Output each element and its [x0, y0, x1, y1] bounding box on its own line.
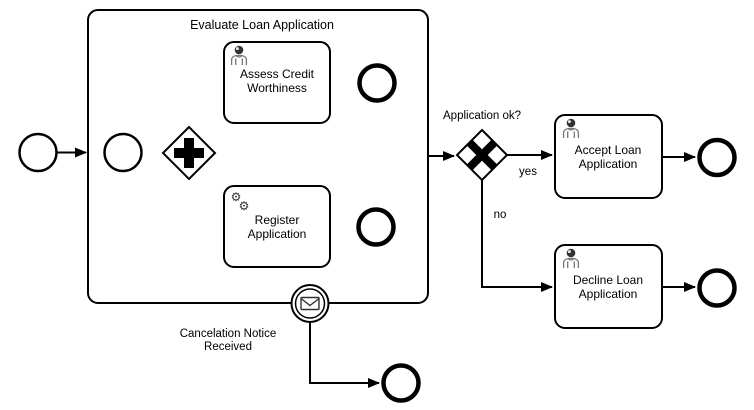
plus-icon — [174, 138, 204, 168]
start-event[interactable] — [18, 132, 58, 173]
end-event-register[interactable] — [356, 207, 396, 247]
task-label: Application — [248, 227, 307, 241]
yes-flow-label: yes — [519, 166, 537, 178]
task-assess-credit-worthiness[interactable]: Assess Credit Worthiness — [223, 41, 331, 124]
exclusive-gateway[interactable] — [455, 128, 509, 182]
flow-no-to-decline — [481, 180, 553, 292]
svg-text:⚙: ⚙ — [239, 199, 250, 213]
boundary-event-label: Cancelation Notice — [180, 328, 277, 340]
no-flow-label: no — [494, 209, 507, 221]
inner-start-event[interactable] — [103, 132, 143, 173]
task-label: Decline Loan — [573, 273, 643, 287]
message-envelope-icon — [300, 296, 320, 311]
task-decline-loan-application[interactable]: Decline Loan Application — [554, 244, 663, 329]
subprocess-evaluate-loan[interactable] — [87, 9, 429, 304]
boundary-message-event[interactable] — [290, 284, 330, 323]
boundary-event-label: Received — [204, 341, 252, 353]
task-label: Register — [255, 213, 300, 227]
x-icon — [467, 140, 497, 170]
task-label: Assess Credit — [240, 67, 315, 81]
service-gear-icon: ⚙ ⚙ — [229, 189, 250, 215]
task-label: Accept Loan — [575, 143, 642, 157]
flow-boundary-to-end — [309, 322, 380, 388]
parallel-gateway[interactable] — [161, 125, 217, 181]
end-event-decline[interactable] — [697, 268, 737, 308]
task-label: Application — [579, 157, 638, 171]
svg-text:⚙: ⚙ — [231, 190, 242, 204]
end-event-cancelation[interactable] — [381, 363, 421, 403]
task-register-application[interactable]: ⚙ ⚙ Register Application — [223, 185, 331, 268]
task-accept-loan-application[interactable]: Accept Loan Application — [554, 114, 663, 199]
task-label: Worthiness — [247, 81, 307, 95]
task-label: Application — [579, 287, 638, 301]
gateway-question-label: Application ok? — [443, 110, 521, 122]
end-event-accept[interactable] — [697, 137, 737, 178]
subprocess-title: Evaluate Loan Application — [190, 18, 334, 32]
end-event-assess[interactable] — [357, 63, 397, 103]
